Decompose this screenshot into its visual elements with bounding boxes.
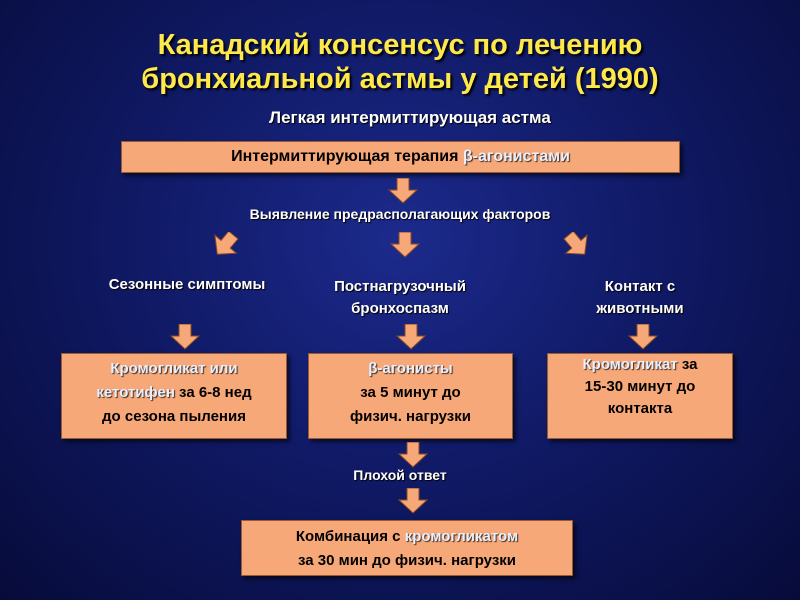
arrow-down-icon (398, 488, 428, 514)
box-seasonal-line2-hl: кетотифен (96, 384, 175, 401)
arrow-down-icon (388, 178, 418, 204)
box-combination-highlight: кромогликатом (404, 528, 519, 545)
therapy-box: Интермиттирующая терапия β-агонистами (121, 141, 680, 173)
category-post-exercise-line2: бронхоспазм (351, 300, 449, 317)
factors-label: Выявление предрасполагающих факторов (249, 206, 551, 222)
arrow-down-icon (396, 324, 426, 350)
arrow-diagonal-right-icon (562, 232, 592, 258)
box-combination: Комбинация с кромогликатом за 30 мин до … (241, 520, 573, 576)
therapy-text: Интермиттирующая терапия (231, 148, 463, 165)
box-animals: Кромогликат за 15-30 минут до контакта (547, 353, 733, 439)
box-exercise: β-агонисты за 5 минут до физич. нагрузки (308, 353, 513, 439)
category-animals: Контакт с животными (540, 276, 740, 320)
category-animals-line2: животными (596, 300, 684, 317)
arrow-down-icon (628, 324, 658, 350)
box-seasonal-line2-rest: за 6-8 нед (174, 384, 252, 401)
category-seasonal: Сезонные симптомы (108, 276, 266, 293)
box-exercise-line3: физич. нагрузки (349, 408, 471, 425)
slide-title: Канадский консенсус по лечению бронхиаль… (0, 28, 800, 96)
box-animals-line1-hl: Кромогликат (582, 356, 678, 373)
title-line-2: бронхиальной астмы у детей (1990) (141, 63, 659, 95)
category-post-exercise: Постнагрузочный бронхоспазм (300, 276, 500, 320)
arrow-down-icon (390, 232, 420, 258)
poor-response-label: Плохой ответ (353, 467, 447, 483)
title-line-1: Канадский консенсус по лечению (157, 29, 643, 61)
box-exercise-line1: β-агонисты (368, 360, 453, 377)
arrow-down-icon (398, 442, 428, 468)
box-combination-prefix: Комбинация с (295, 528, 405, 545)
box-combination-line2: за 30 мин до физич. нагрузки (297, 552, 517, 569)
box-seasonal: Кромогликат или кетотифен за 6-8 нед до … (61, 353, 287, 439)
box-animals-line1-rest: за (677, 356, 698, 373)
box-animals-line3: контакта (607, 400, 673, 417)
therapy-highlight: β-агонистами (462, 148, 570, 165)
box-exercise-line2: за 5 минут до (360, 384, 461, 401)
box-seasonal-line3: до сезона пыления (102, 408, 246, 425)
box-seasonal-line1: Кромогликат или (110, 360, 238, 377)
subtitle: Легкая интермиттирующая астма (269, 108, 551, 127)
arrow-down-icon (170, 324, 200, 350)
box-animals-line2: 15-30 минут до (584, 378, 696, 395)
category-post-exercise-line1: Постнагрузочный (334, 278, 466, 295)
arrow-diagonal-left-icon (210, 232, 240, 258)
category-animals-line1: Контакт с (604, 278, 676, 295)
